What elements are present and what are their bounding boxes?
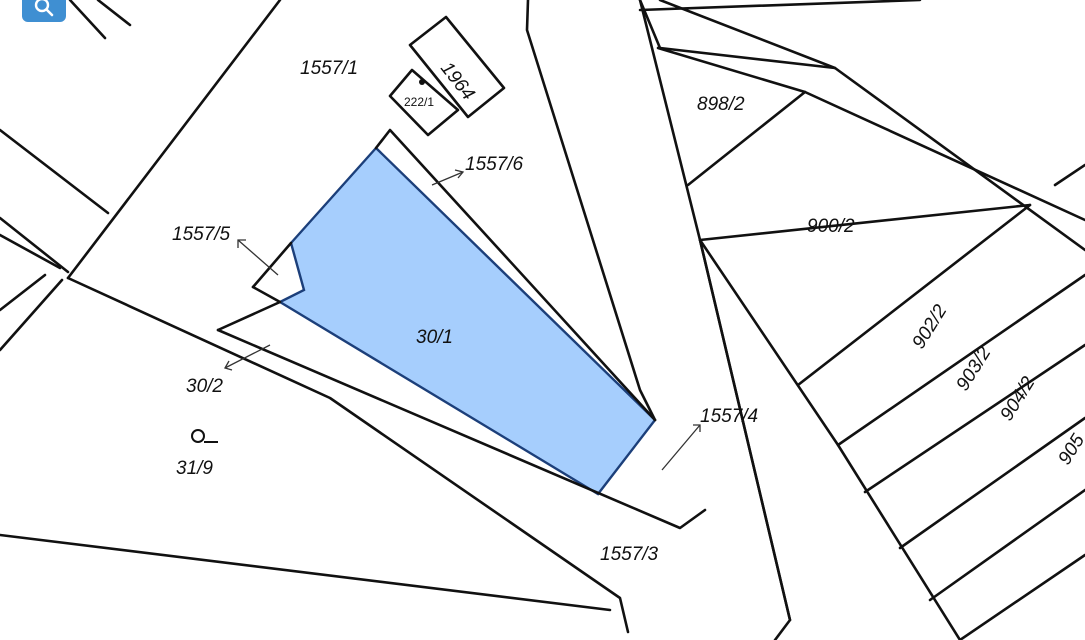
label-30-2[interactable]: 30/2 (186, 376, 223, 397)
label-222-1[interactable]: 222/1 (404, 95, 434, 109)
search-icon (34, 0, 54, 17)
parcel-30-1-highlight[interactable] (277, 146, 657, 496)
building-marker-icon (419, 79, 425, 85)
label-902-2[interactable]: 902/2 (908, 301, 951, 353)
label-1557-5[interactable]: 1557/5 (172, 224, 231, 245)
label-1557-4[interactable]: 1557/4 (700, 406, 758, 427)
label-900-2[interactable]: 900/2 (807, 216, 855, 237)
label-903-2[interactable]: 903/2 (952, 343, 995, 395)
label-arrows (224, 169, 701, 471)
label-898-2[interactable]: 898/2 (697, 94, 745, 115)
building-1964[interactable] (388, 15, 506, 137)
label-1557-6[interactable]: 1557/6 (465, 154, 524, 175)
label-1557-3[interactable]: 1557/3 (600, 544, 659, 565)
search-button[interactable] (22, 0, 66, 22)
label-1557-1[interactable]: 1557/1 (300, 58, 358, 79)
label-31-9[interactable]: 31/9 (176, 458, 213, 479)
label-30-1[interactable]: 30/1 (416, 327, 453, 348)
point-symbol-icon (191, 429, 218, 443)
